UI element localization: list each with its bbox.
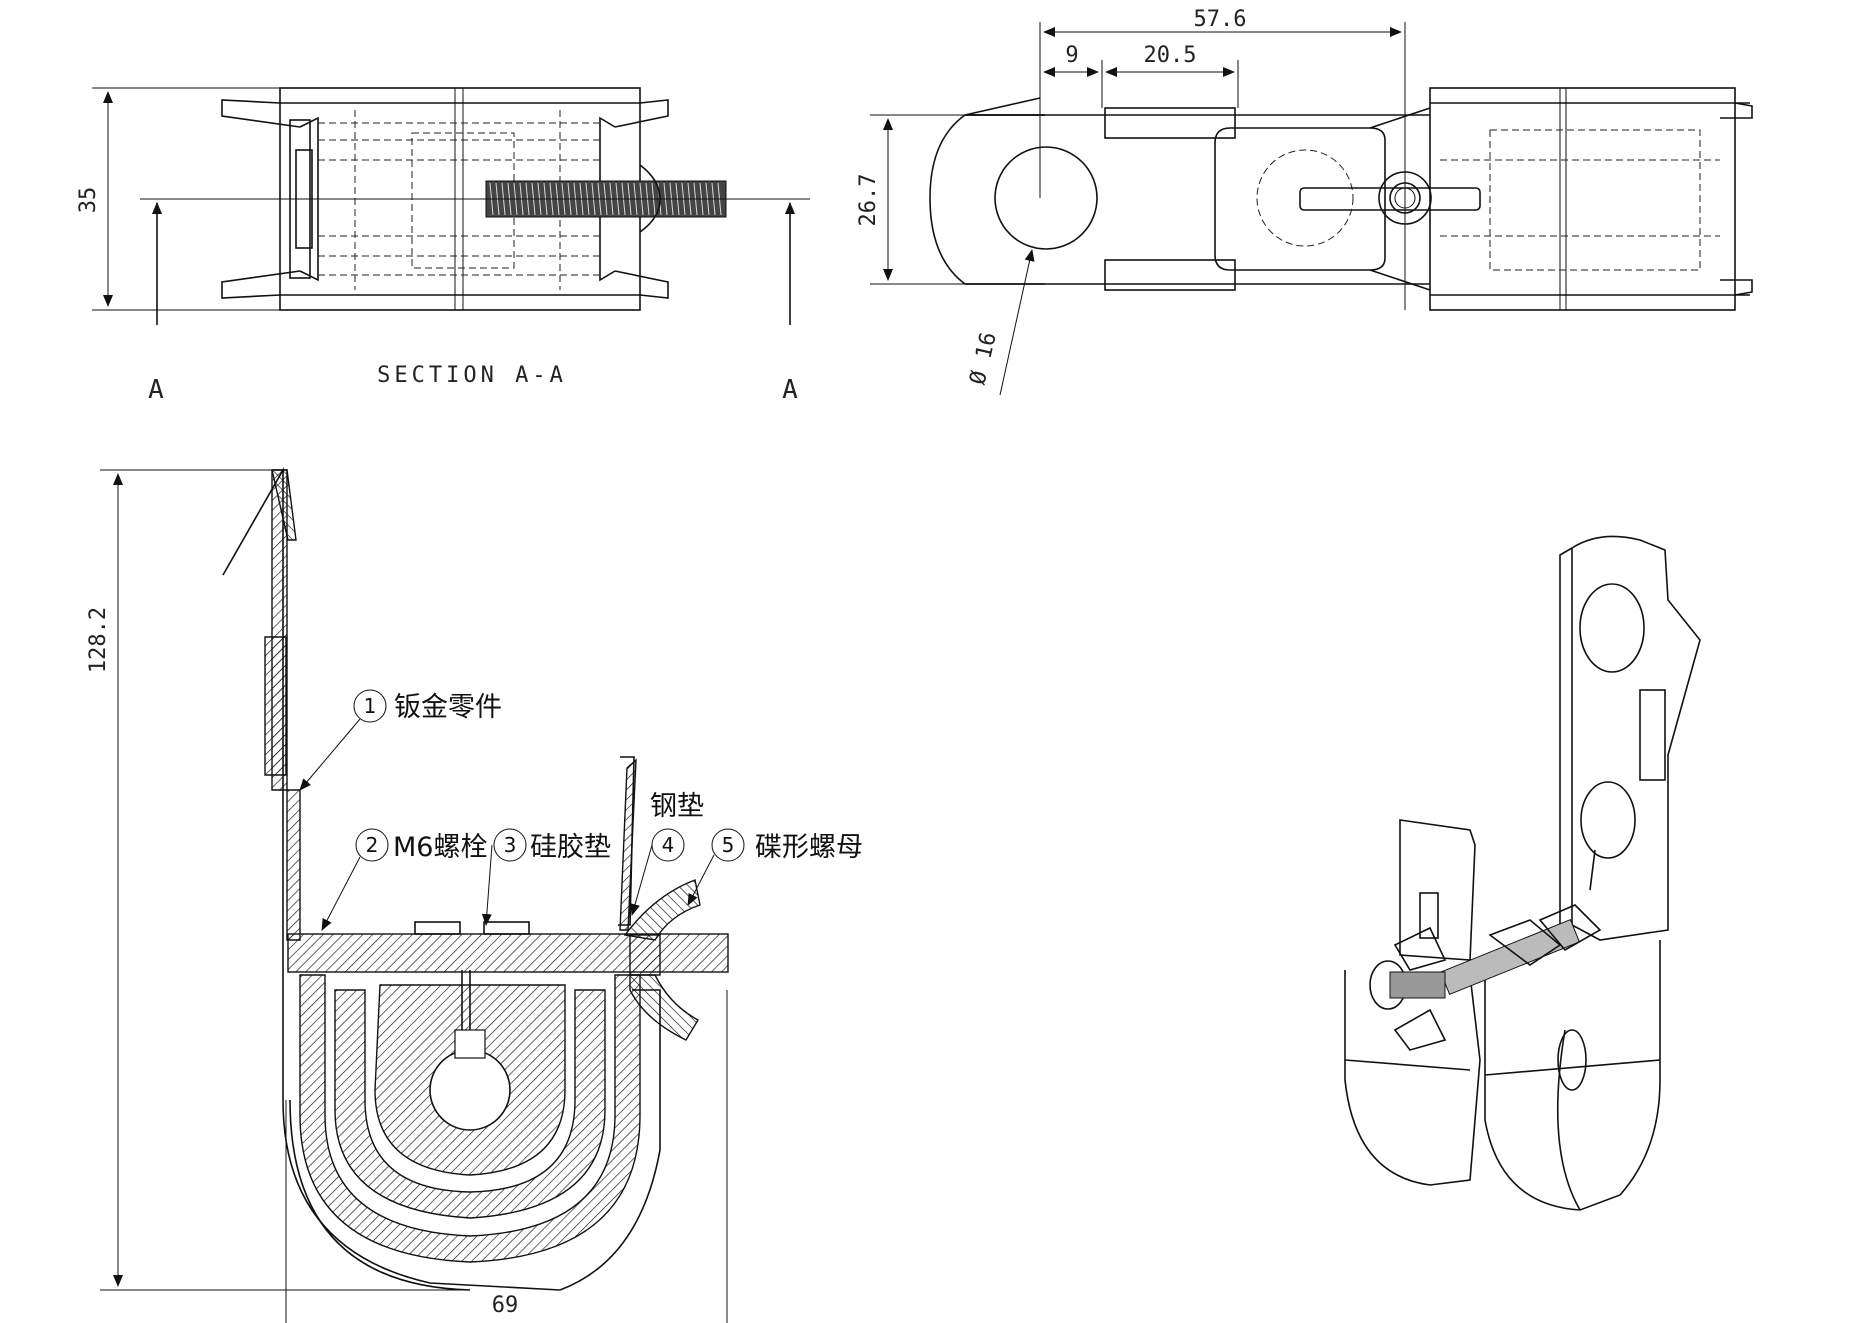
- dim-label-9: 9: [1065, 43, 1078, 68]
- callout-label-4: 钢垫: [650, 791, 704, 822]
- dim-label-57-6: 57.6: [1194, 7, 1247, 32]
- dim-label-35: 35: [76, 187, 101, 214]
- callout-label-3: 硅胶垫: [530, 832, 611, 863]
- callout-number-5: 5: [722, 833, 735, 857]
- dim-label-69: 69: [492, 1293, 519, 1318]
- section-title: SECTION A-A: [377, 363, 567, 388]
- callout-number-4: 4: [662, 833, 675, 857]
- callout-label-2: M6螺栓: [393, 832, 487, 863]
- section-mark-left: A: [148, 375, 164, 405]
- section-arrows: A A SECTION A-A: [148, 202, 798, 405]
- dim-top-horizontal: 57.6 9 20.5: [1039, 7, 1406, 198]
- callout-label-1: 钣金零件: [394, 692, 502, 723]
- callout-number-2: 2: [366, 833, 379, 857]
- dim-label-128-2: 128.2: [86, 607, 111, 673]
- callout-number-3: 3: [504, 833, 517, 857]
- callout-number-1: 1: [364, 694, 377, 718]
- callout-label-5: 碟形螺母: [755, 832, 863, 863]
- dim-label-20-5: 20.5: [1144, 43, 1197, 68]
- dim-hole-diameter: Ø 16: [966, 249, 1035, 396]
- part-callouts: 1 钣金零件 2 M6螺栓 3 硅胶垫 4 钢垫 5 碟形螺母: [299, 689, 863, 931]
- dim-total-width: 69: [285, 990, 728, 1323]
- section-view: [140, 87, 810, 311]
- dim-total-height: 128.2: [86, 469, 470, 1291]
- isometric-view: [1344, 535, 1701, 1211]
- dim-label-26-7: 26.7: [856, 174, 881, 227]
- dim-section-height: 35: [76, 87, 280, 311]
- side-section-view: [222, 466, 729, 1291]
- section-mark-right: A: [782, 375, 798, 405]
- dim-label-diameter: Ø 16: [966, 330, 1002, 387]
- top-view: [929, 80, 1753, 311]
- dim-plate-height: 26.7: [856, 114, 965, 285]
